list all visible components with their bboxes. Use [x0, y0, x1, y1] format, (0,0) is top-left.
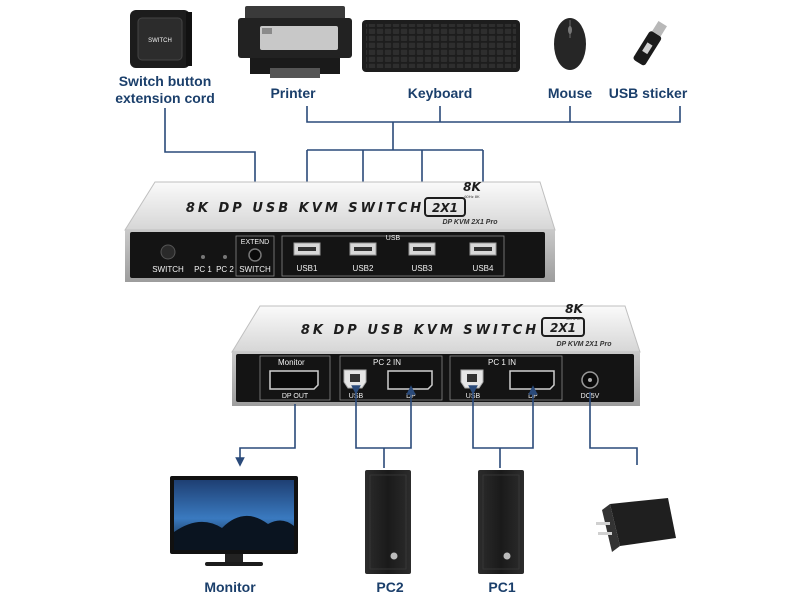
switch-button[interactable]: [160, 244, 176, 260]
keyboard-label: Keyboard: [408, 85, 473, 101]
pc2-tower-icon: [365, 470, 411, 574]
pc1-tower-icon: [478, 470, 524, 574]
usb1-label: USB1: [297, 264, 318, 273]
monitor-port-label: Monitor: [278, 358, 305, 367]
front-badge: 2X1: [432, 201, 458, 215]
pc2-dp-port[interactable]: [387, 370, 433, 390]
printer-label: Printer: [270, 85, 316, 101]
rear-brand-sub: 60Hz 8K: [566, 316, 582, 321]
usb3-label: USB3: [412, 264, 433, 273]
pc2-label: PC2: [376, 579, 403, 595]
switch-cord-label-2: extension cord: [115, 90, 215, 106]
monitor-label: Monitor: [204, 579, 256, 595]
extend-label: EXTEND: [241, 239, 269, 246]
monitor-icon: [170, 476, 298, 566]
pc2-led-label: PC 2: [216, 265, 234, 274]
usb2-label: USB2: [353, 264, 374, 273]
usb-group-label: USB: [386, 235, 401, 242]
pc1-led-label: PC 1: [194, 265, 212, 274]
extend-switch-label: SWITCH: [239, 265, 271, 274]
pc2-in-label: PC 2 IN: [373, 358, 401, 367]
pc1-label: PC1: [488, 579, 515, 595]
usb-sticker-label: USB sticker: [609, 85, 688, 101]
printer-icon: [238, 6, 352, 78]
dp-out-port[interactable]: [269, 370, 319, 390]
rear-connection-lines: [235, 385, 638, 468]
pc1-led-icon: [201, 255, 205, 259]
front-title: 8K DP USB KVM SWITCH: [186, 201, 424, 216]
front-brand: 8K: [463, 180, 482, 194]
extend-jack[interactable]: [248, 248, 262, 262]
switch-cord-label: Switch button: [119, 73, 212, 89]
usb4-label: USB4: [473, 264, 494, 273]
rear-model: DP KVM 2X1 Pro: [557, 341, 613, 348]
switch-cord-device: SWITCH: [130, 10, 192, 68]
keyboard-icon: [362, 20, 520, 72]
pc1-dp-port[interactable]: [509, 370, 555, 390]
front-model: DP KVM 2X1 Pro: [443, 219, 499, 226]
kvm-rear-unit: 8K DP USB KVM SWITCH 2X1 8K 60Hz 8K DP K…: [231, 302, 641, 406]
rear-badge: 2X1: [550, 321, 576, 335]
dp-out-label: DP OUT: [282, 393, 309, 400]
power-adapter-icon: [596, 498, 676, 552]
switch-cord-device-text: SWITCH: [148, 38, 172, 44]
usb-stick-icon: [633, 20, 667, 66]
kvm-front-unit: 8K DP USB KVM SWITCH 2X1 8K 60Hz 8K DP K…: [124, 180, 556, 282]
pc1-in-label: PC 1 IN: [488, 358, 516, 367]
mouse-icon: [554, 18, 586, 70]
rear-brand: 8K: [565, 302, 584, 316]
mouse-label: Mouse: [548, 85, 593, 101]
pc2-led-icon: [223, 255, 227, 259]
front-brand-sub: 60Hz 8K: [464, 194, 480, 199]
rear-title: 8K DP USB KVM SWITCH: [301, 323, 539, 338]
switch-button-label: SWITCH: [152, 265, 184, 274]
